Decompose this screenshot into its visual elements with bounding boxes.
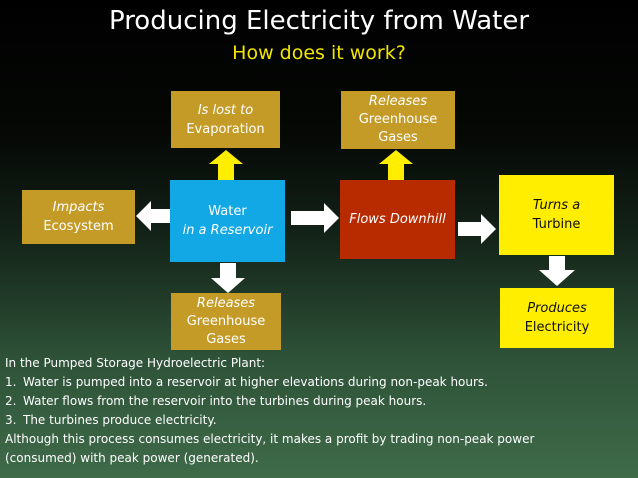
node-flows-downhill-line1: Flows Downhill: [349, 212, 446, 227]
slide-title: Producing Electricity from Water: [108, 6, 530, 36]
node-ecosystem-line1: Impacts: [52, 200, 105, 215]
notes-step-3: 3. The turbines produce electricity.: [5, 411, 635, 430]
notes-conclusion-line2: (consumed) with peak power (generated).: [5, 451, 259, 465]
node-ecosystem: Impacts Ecosystem: [22, 190, 135, 244]
notes-step-2-text: Water flows from the reservoir into the …: [23, 394, 427, 408]
notes-step-1: 1. Water is pumped into a reservoir at hi…: [5, 373, 635, 392]
arrow-up-evaporation-icon: [209, 150, 243, 180]
arrow-left-ecosystem-icon: [136, 201, 170, 231]
node-electricity: Produces Electricity: [500, 288, 614, 348]
node-turbine: Turns a Turbine: [499, 175, 614, 255]
node-greenhouse-top-line1: Releases: [368, 94, 428, 109]
node-evaporation: Is lost to Evaporation: [171, 91, 280, 148]
node-reservoir: Water in a Reservoir: [170, 180, 285, 262]
node-greenhouse-top-line3: Gases: [378, 130, 418, 145]
arrow-down-electricity-icon: [539, 256, 575, 286]
node-evaporation-line2: Evaporation: [186, 121, 265, 137]
node-electricity-line1: Produces: [527, 301, 587, 316]
arrow-right-turbine-icon: [458, 214, 496, 244]
node-greenhouse-top: Releases Greenhouse Gases: [341, 91, 455, 149]
notes-step-1-text: Water is pumped into a reservoir at high…: [23, 375, 488, 389]
node-ecosystem-line2: Ecosystem: [43, 219, 114, 234]
node-turbine-line2: Turbine: [532, 217, 581, 232]
node-evaporation-line1: Is lost to: [197, 102, 254, 118]
node-flows-downhill: Flows Downhill: [340, 180, 455, 259]
node-greenhouse-bottom-line3: Gases: [206, 331, 246, 347]
notes-step-1-num: 1.: [5, 375, 17, 389]
node-turbine-line1: Turns a: [532, 198, 581, 213]
notes-step-2: 2. Water flows from the reservoir into th…: [5, 392, 635, 411]
arrow-down-greenhouse-icon: [211, 263, 245, 293]
node-electricity-line2: Electricity: [524, 320, 590, 335]
notes-step-3-num: 3.: [5, 413, 17, 427]
slide-subtitle: How does it work?: [232, 42, 406, 64]
notes-step-2-num: 2.: [5, 394, 17, 408]
node-greenhouse-top-line2: Greenhouse: [358, 112, 438, 127]
node-greenhouse-bottom: Releases Greenhouse Gases: [171, 293, 281, 350]
arrow-up-greenhouse-icon: [379, 150, 413, 180]
node-reservoir-line1: Water: [208, 204, 247, 219]
node-greenhouse-bottom-line2: Greenhouse: [186, 313, 266, 329]
notes-conclusion-line1: Although this process consumes electrici…: [5, 432, 535, 446]
notes-block: In the Pumped Storage Hydroelectric Plan…: [5, 354, 635, 468]
node-greenhouse-bottom-line1: Releases: [196, 295, 256, 311]
node-reservoir-line2: in a Reservoir: [182, 223, 273, 238]
arrow-right-downhill-icon: [291, 203, 339, 233]
notes-step-3-text: The turbines produce electricity.: [23, 413, 217, 427]
notes-heading: In the Pumped Storage Hydroelectric Plan…: [5, 356, 266, 370]
